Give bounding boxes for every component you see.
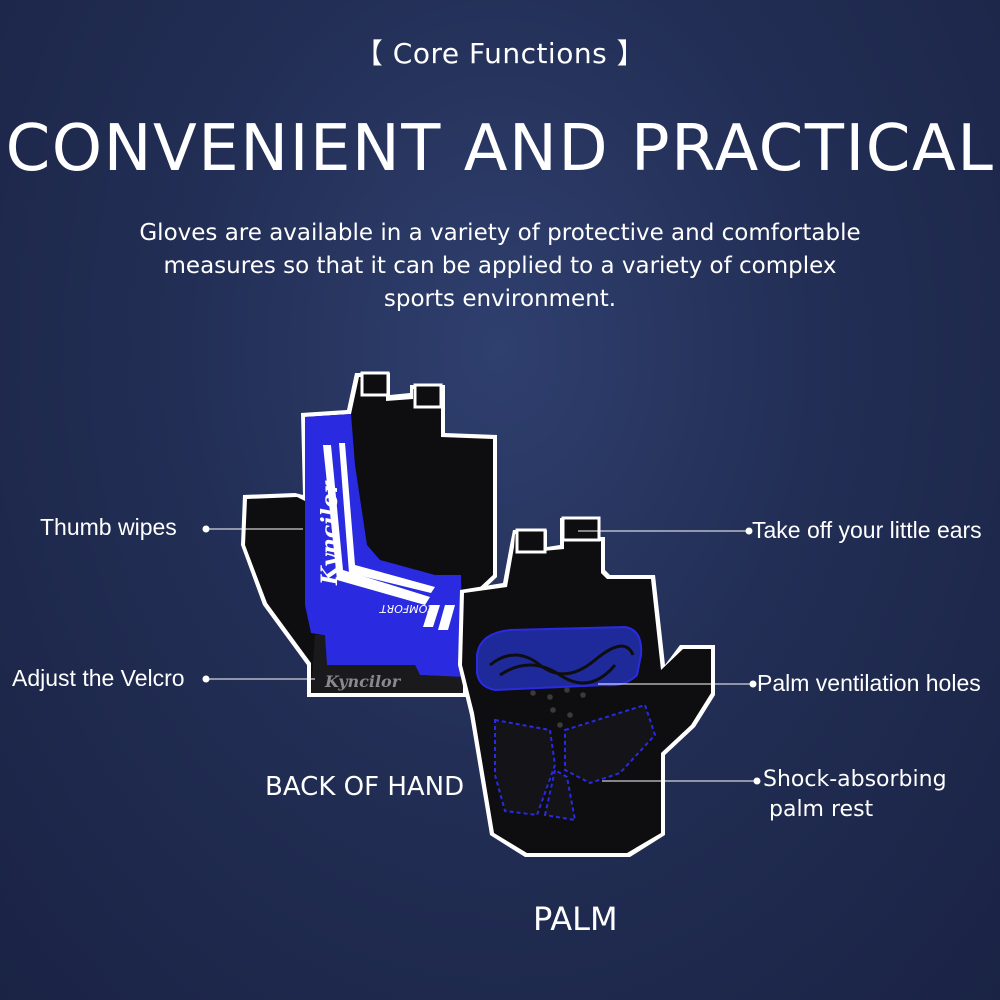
back-of-hand-glove: Kyncilor COMFORT Kyncilor xyxy=(241,371,497,697)
label-palm: PALM xyxy=(533,900,618,938)
callout-adjust-velcro: Adjust the Velcro xyxy=(12,665,185,691)
headline: CONVENIENT AND PRACTICAL xyxy=(5,112,995,186)
callout-thumb-wipes: Thumb wipes xyxy=(40,514,177,540)
description-line: Gloves are available in a variety of pro… xyxy=(139,220,861,246)
callout-palm-holes: Palm ventilation holes xyxy=(757,670,981,696)
callout-shock-line2: palm rest xyxy=(769,797,874,822)
callout-take-off-ears: Take off your little ears xyxy=(752,517,982,543)
palm-glove xyxy=(458,516,715,857)
brand-logo-vertical: Kyncilor xyxy=(317,480,343,586)
description-line: measures so that it can be applied to a … xyxy=(163,253,837,279)
section-tag: 【 Core Functions 】 xyxy=(354,37,646,70)
description: Gloves are available in a variety of pro… xyxy=(60,217,940,316)
callout-shock-line1: Shock-absorbing xyxy=(763,767,947,792)
comfort-text: COMFORT xyxy=(379,602,435,615)
brand-logo-strap: Kyncilor xyxy=(324,672,402,691)
label-back-of-hand: BACK OF HAND xyxy=(265,772,465,802)
description-line: sports environment. xyxy=(383,286,617,312)
callout-shock-absorbing: Shock-absorbing palm rest xyxy=(763,765,947,825)
